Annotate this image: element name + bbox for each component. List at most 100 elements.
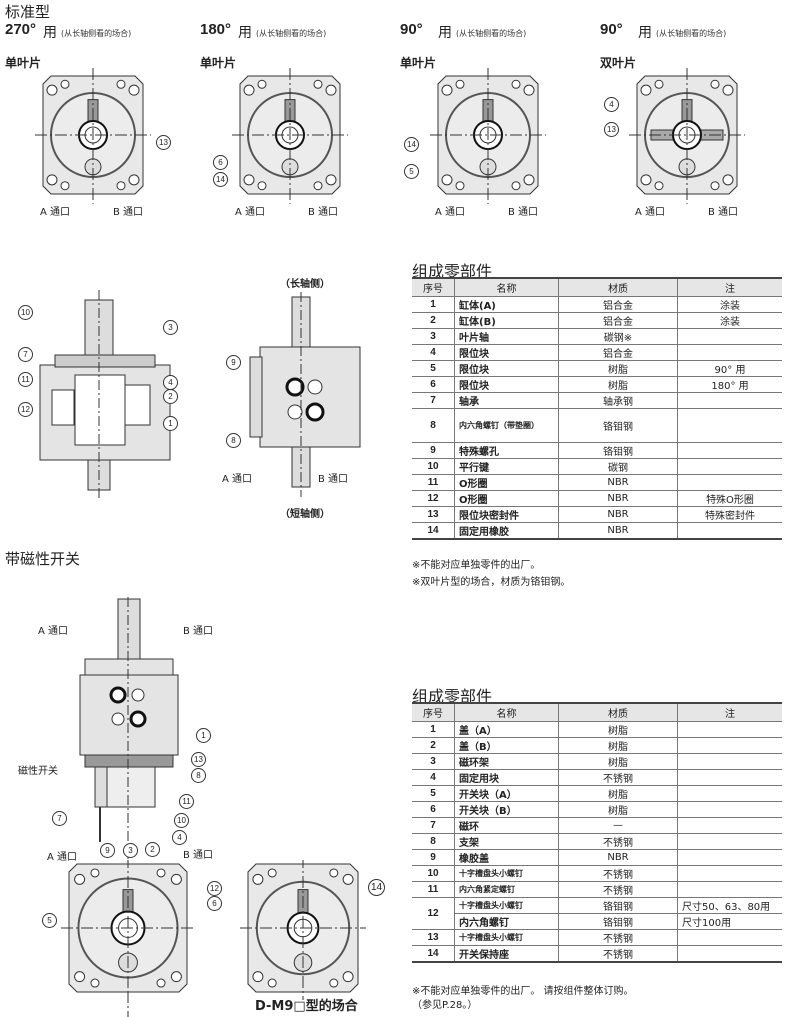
- cell-note: [677, 721, 782, 738]
- port-a-label: A 通口: [435, 207, 466, 218]
- standard-type-drawings: [35, 68, 745, 204]
- port-b-label: B 通口: [183, 850, 214, 861]
- port-a-label: A 通口: [222, 474, 253, 485]
- cell-material: 不锈钢: [558, 881, 678, 898]
- cell-no: 2: [412, 312, 455, 329]
- cell-name: 支架: [454, 833, 559, 850]
- callout: 5: [42, 913, 57, 928]
- cell-material: 铬钼钢: [558, 408, 678, 443]
- actuator-end-view: [35, 68, 151, 204]
- cell-note: [677, 458, 782, 475]
- cell-name: 平行键: [454, 458, 559, 475]
- cell-note: [677, 865, 782, 882]
- callout: 10: [18, 305, 33, 320]
- cell-note: [677, 881, 782, 898]
- callout: 11: [18, 372, 33, 387]
- cell-material: 铬钼钢: [558, 897, 678, 914]
- cell-name: 内六角螺钉: [454, 913, 559, 930]
- rotation-angle: 90°: [600, 21, 623, 38]
- port-a-label: A 通口: [47, 852, 78, 863]
- cell-material: 不锈钢: [558, 865, 678, 882]
- cell-name: 轴承: [454, 392, 559, 409]
- callout: 14: [213, 172, 228, 187]
- cell-name: 限位块: [454, 360, 559, 377]
- cell-note: [677, 442, 782, 459]
- cell-no: 4: [412, 344, 455, 361]
- section-drawing: [39, 290, 171, 500]
- callout: 13: [604, 122, 619, 137]
- cell-material: 铝合金: [558, 312, 678, 329]
- cell-note: [677, 849, 782, 866]
- cell-no: 8: [412, 833, 455, 850]
- cell-name: 限位块: [454, 376, 559, 393]
- cell-no: 4: [412, 769, 455, 786]
- table-note: ※不能对应单独零件的出厂。 请按组件整体订购。: [412, 986, 634, 997]
- column-header: 材质: [558, 703, 678, 722]
- port-a-label: A 通口: [235, 207, 266, 218]
- parts-table-title: 组成零部件: [412, 262, 493, 281]
- callout: 11: [179, 794, 194, 809]
- cell-name: 叶片轴: [454, 328, 559, 345]
- cell-material: 轴承钢: [558, 392, 678, 409]
- view-note: (从长轴侧看的场合): [256, 29, 327, 38]
- port-b-label: B 通口: [508, 207, 539, 218]
- callout: 1: [163, 416, 178, 431]
- magnetic-switch-title: 带磁性开关: [5, 550, 81, 568]
- column-header: 序号: [412, 703, 455, 722]
- column-header: 名称: [454, 278, 559, 297]
- cell-name: 开关块（A）: [454, 785, 559, 802]
- table-note: （参见P.28。）: [412, 1000, 478, 1011]
- cell-note: [677, 945, 782, 963]
- short-shaft-side-label: （短轴侧）: [280, 509, 330, 520]
- table-header-row: 序号名称材质注: [412, 703, 782, 722]
- callout: 8: [226, 433, 241, 448]
- callout: 4: [172, 830, 187, 845]
- callout: 5: [404, 164, 419, 179]
- cell-note: [677, 769, 782, 786]
- callout: 4: [163, 375, 178, 390]
- cell-material: 不锈钢: [558, 929, 678, 946]
- vane-type: 单叶片: [5, 56, 42, 70]
- cell-no: 11: [412, 474, 455, 491]
- vane-type: 双叶片: [600, 56, 637, 70]
- port-a-label: A 通口: [38, 626, 69, 637]
- cell-material: NBR: [558, 506, 678, 523]
- port-b-label: B 通口: [708, 207, 739, 218]
- callout: 12: [207, 881, 222, 896]
- cell-material: 铝合金: [558, 344, 678, 361]
- use-label: 用: [238, 25, 252, 41]
- cell-name: O形圈: [454, 474, 559, 491]
- cell-material: —: [558, 817, 678, 834]
- cell-no: 7: [412, 392, 455, 409]
- cell-name: 限位块密封件: [454, 506, 559, 523]
- cell-note: [677, 408, 782, 443]
- cell-no: 10: [412, 458, 455, 475]
- callout: 6: [213, 155, 228, 170]
- cell-note: [677, 833, 782, 850]
- cell-name: 橡胶盖: [454, 849, 559, 866]
- callout: 4: [604, 97, 619, 112]
- cell-material: NBR: [558, 849, 678, 866]
- cell-material: 碳钢: [558, 458, 678, 475]
- cell-name: 固定用块: [454, 769, 559, 786]
- port-a-label: A 通口: [635, 207, 666, 218]
- callout: 7: [52, 811, 67, 826]
- table-header-row: 序号名称材质注: [412, 278, 782, 297]
- callout: 12: [18, 402, 33, 417]
- cell-name: 十字槽盘头小螺钉: [454, 929, 559, 946]
- rotation-angle: 180°: [200, 21, 232, 38]
